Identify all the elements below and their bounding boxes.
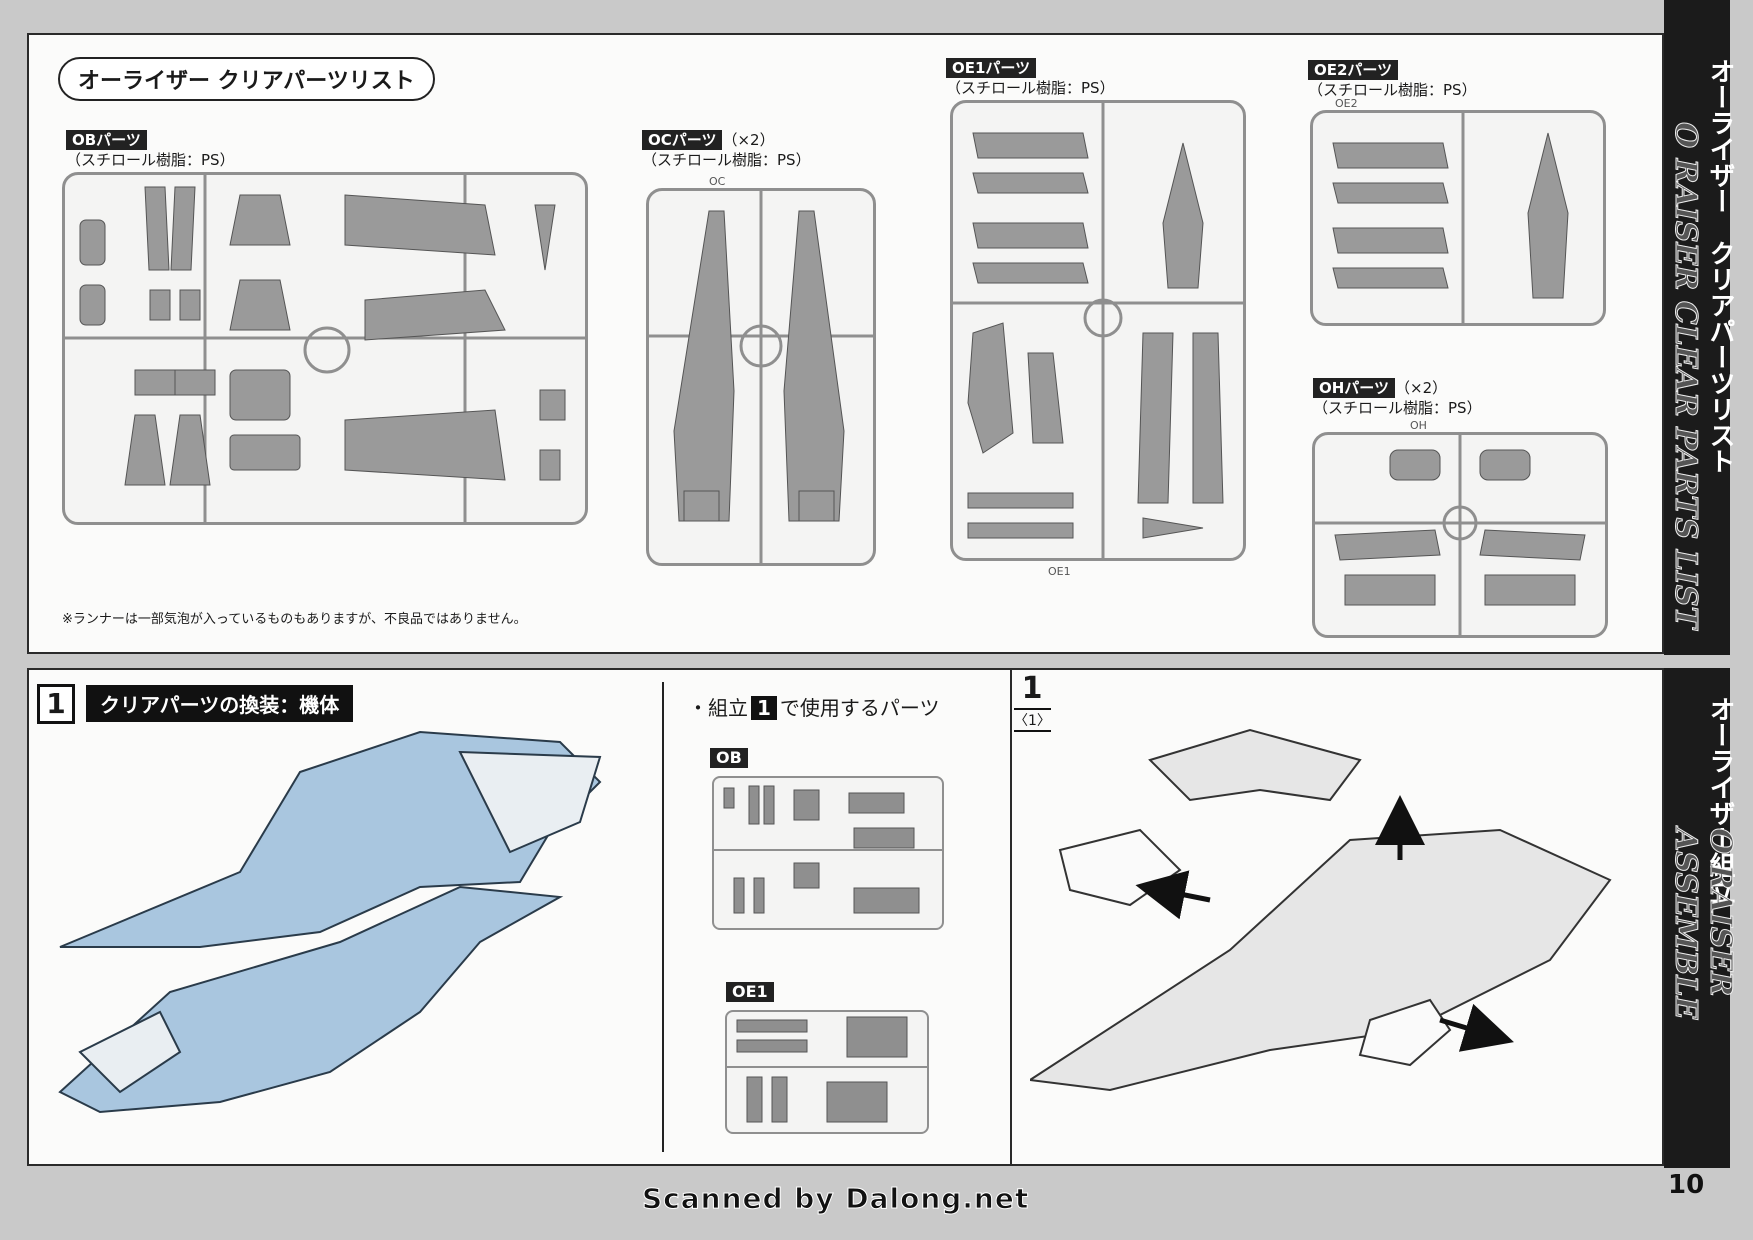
parts-used-prefix: ・組立 <box>688 696 748 720</box>
sidebar-top-ja: オーライザー クリアパーツリスト <box>1705 58 1735 474</box>
oe1-mini-drawing <box>727 1016 927 1123</box>
oe2-runner-drawing <box>1332 113 1569 323</box>
page-number: 10 <box>1668 1170 1705 1200</box>
oc-count: （×2） <box>722 131 775 149</box>
step1-title: クリアパーツの換装：機体 <box>86 685 354 722</box>
sidebar-top: オーライザー クリアパーツリスト O RAISER CLEAR PARTS LI… <box>1664 0 1735 655</box>
step1-divider <box>662 682 664 1152</box>
oc-runner-drawing <box>649 191 873 563</box>
oe1-label: OE1パーツ <box>946 58 1037 78</box>
substep-number: 1 <box>1021 671 1043 706</box>
sidebar-bottom-ja: オーライザー組立 <box>1705 696 1735 904</box>
oe2-runner: OE2 <box>1310 97 1606 326</box>
assembly-illustration <box>1030 728 1612 1092</box>
oh-count: （×2） <box>1395 379 1448 397</box>
parts-used-step-num: 1 <box>751 696 777 720</box>
oh-runner: OH <box>1312 419 1608 638</box>
oe2-caption: OE2パーツ （スチロール樹脂：PS） <box>1308 60 1477 100</box>
ob-label: OBパーツ <box>66 130 147 150</box>
oc-runner: OC <box>646 175 876 566</box>
oh-runner-code: OH <box>1410 419 1427 432</box>
oc-label: OCパーツ <box>642 130 723 150</box>
ob-caption: OBパーツ （スチロール樹脂：PS） <box>66 130 235 170</box>
substep-label: 〈1〉 <box>1014 708 1051 732</box>
oc-runner-code: OC <box>709 175 726 188</box>
oe1-mini-label: OE1 <box>726 982 774 1002</box>
footnote: ※ランナーは一部気泡が入っているものもありますが、不良品ではありません。 <box>62 612 527 627</box>
oe1-material: （スチロール樹脂：PS） <box>946 79 1115 97</box>
oe2-runner-code: OE2 <box>1335 97 1358 110</box>
ob-runner-drawing <box>65 175 585 522</box>
sidebar-bottom: オーライザー組立 O RAISER ASSEMBLE <box>1664 668 1739 1168</box>
oe1-runner: OE1 <box>950 100 1246 578</box>
orasier-clear-illustration <box>58 730 602 1114</box>
ob-mini-drawing <box>714 785 942 914</box>
oh-material: （スチロール樹脂：PS） <box>1313 399 1482 417</box>
parts-used-suffix: で使用するパーツ <box>779 696 940 720</box>
ob-runner <box>62 172 588 525</box>
oc-caption: OCパーツ（×2） （スチロール樹脂：PS） <box>642 130 811 170</box>
oh-label: OHパーツ <box>1313 378 1396 398</box>
oh-runner-drawing <box>1315 435 1605 635</box>
oe1-runner-code: OE1 <box>1048 565 1071 578</box>
ob-mini-runner <box>712 776 944 930</box>
oe2-label: OE2パーツ <box>1308 60 1399 80</box>
sidebar-top-en: O RAISER CLEAR PARTS LIST <box>1668 122 1704 630</box>
parts-list-title: オーライザー クリアパーツリスト <box>58 57 435 101</box>
oe1-mini-runner <box>725 1010 929 1134</box>
ob-mini-label: OB <box>710 748 748 768</box>
oe2-material: （スチロール樹脂：PS） <box>1308 81 1477 99</box>
scan-watermark: Scanned by Dalong.net <box>641 1182 1030 1216</box>
oe1-caption: OE1パーツ （スチロール樹脂：PS） <box>946 58 1115 98</box>
oc-material: （スチロール樹脂：PS） <box>642 151 811 169</box>
oe1-runner-drawing <box>953 103 1243 558</box>
step1-number: 1 <box>37 684 75 724</box>
sidebar-bottom-en: O RAISER ASSEMBLE <box>1668 828 1739 1020</box>
ob-material: （スチロール樹脂：PS） <box>66 151 235 169</box>
oh-caption: OHパーツ（×2） （スチロール樹脂：PS） <box>1313 378 1482 418</box>
